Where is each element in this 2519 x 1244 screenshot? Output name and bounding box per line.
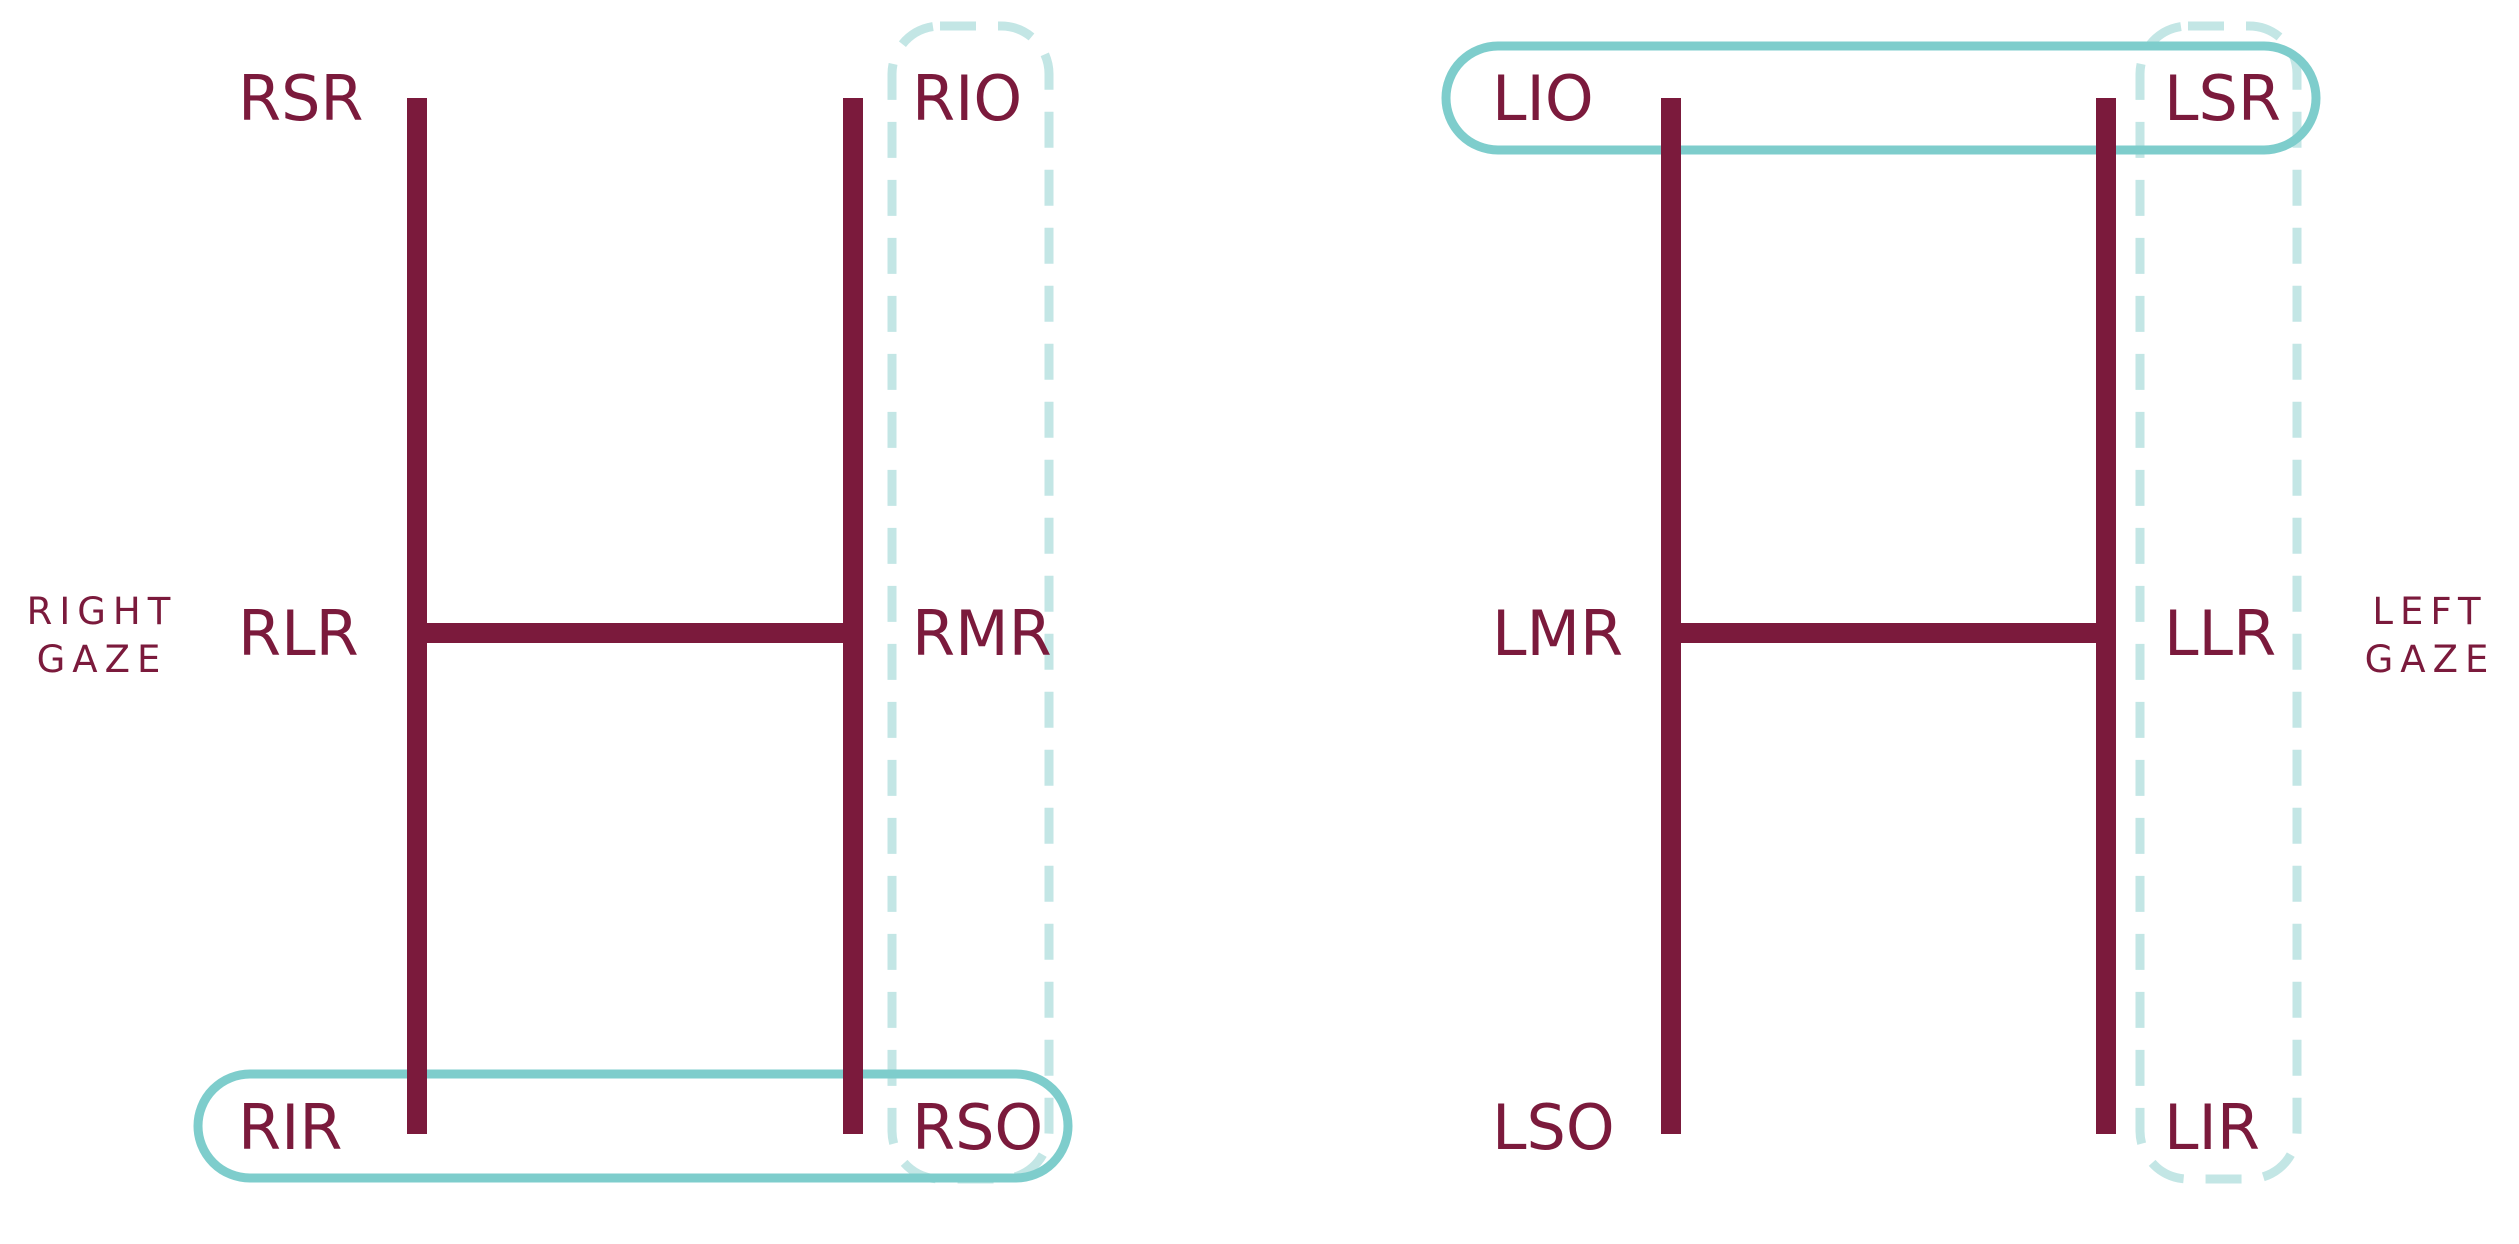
left-dashed-group [2135,21,2302,1184]
left-h-crossbar [1661,623,2116,643]
label-lir: LIR [2164,1091,2260,1164]
right-gaze-label: RIGHT GAZE [27,590,178,681]
right-gaze-line1: RIGHT [27,590,178,633]
label-rmr: RMR [912,597,1052,670]
label-lso: LSO [1492,1091,1615,1164]
label-rio: RIO [912,62,1022,135]
label-rso: RSO [912,1091,1043,1164]
right-gaze-line2: GAZE [37,638,168,681]
left-solid-group [1441,41,2321,155]
left-gaze-label: LEFT GAZE [2365,590,2496,681]
right-h-crossbar [407,623,863,643]
right-eye-h [407,98,863,1134]
label-lio: LIO [1492,62,1594,135]
right-solid-group [193,1069,1073,1183]
left-gaze-line2: GAZE [2365,638,2496,681]
right-eye-labels: RSR RIO RLR RMR RIR RSO [238,62,1052,1164]
label-llr: LLR [2164,597,2276,670]
label-lsr: LSR [2164,62,2281,135]
highlight-groups [193,21,2321,1184]
left-gaze-line1: LEFT [2372,590,2487,633]
left-eye-h [1661,98,2116,1134]
left-h-left-bar [1661,98,1681,1134]
label-lmr: LMR [1492,597,1623,670]
label-rir: RIR [238,1091,342,1164]
right-h-left-bar [407,98,427,1134]
left-eye-labels: LIO LSR LMR LLR LSO LIR [1492,62,2281,1164]
label-rlr: RLR [238,597,359,670]
left-h-right-bar [2096,98,2116,1134]
right-h-right-bar [843,98,863,1134]
label-rsr: RSR [238,62,364,135]
